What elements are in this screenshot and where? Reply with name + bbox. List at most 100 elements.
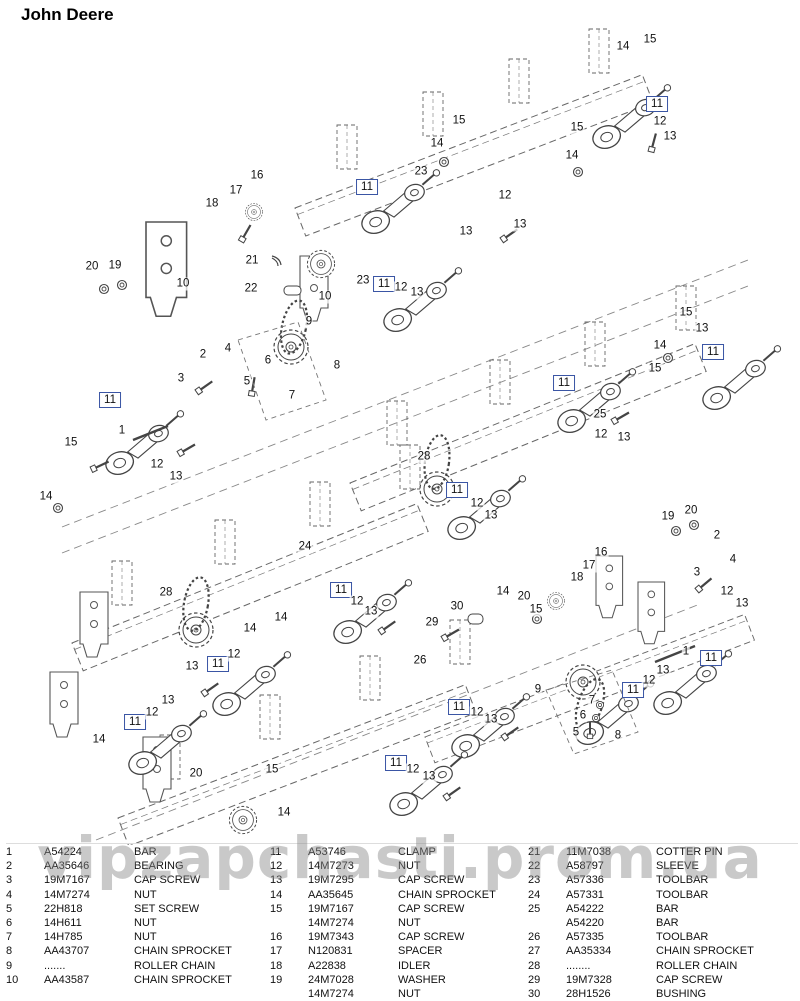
part-desc: IDLER: [398, 959, 431, 972]
part-no: 1: [6, 846, 13, 858]
callout-boxed: 11: [622, 682, 644, 698]
callout: 14: [242, 622, 258, 636]
part-no: 8: [6, 945, 13, 958]
part-part: A57336: [566, 874, 604, 887]
part-desc: CLAMP: [398, 846, 436, 858]
part-no: 5: [6, 902, 13, 915]
part-no: 24: [528, 888, 541, 901]
cotter-pin-part: [271, 255, 282, 267]
part-desc: SET SCREW: [134, 902, 200, 915]
callout: 25: [592, 408, 608, 422]
bushing-part: [467, 613, 484, 625]
part-no: 4: [6, 888, 13, 901]
callout: 14: [276, 806, 292, 820]
callout: 12: [719, 585, 735, 599]
callout: 12: [497, 189, 513, 203]
part-no: 10: [6, 973, 19, 986]
callout: 22: [243, 282, 259, 296]
part-no: 14: [270, 888, 283, 901]
part-part: A54220: [566, 917, 604, 930]
part-no: 6: [6, 917, 13, 930]
callout: 13: [483, 509, 499, 523]
detail-box: [237, 321, 327, 421]
part-part: .......: [44, 959, 66, 972]
callout: 14: [38, 490, 54, 504]
callout: 28: [416, 450, 432, 464]
part-part: 14M7274: [308, 917, 354, 930]
callout: 12: [469, 706, 485, 720]
callout: 13: [458, 225, 474, 239]
part-part: A58797: [566, 860, 604, 873]
callout: 19: [107, 259, 123, 273]
callout: 19: [660, 510, 676, 524]
sleeve-part: [283, 285, 302, 296]
callout: 1: [681, 645, 691, 659]
bar-part: [132, 424, 169, 442]
part-part: AA43587: [44, 973, 90, 986]
callout: 13: [483, 713, 499, 727]
callout: 2: [198, 348, 208, 362]
fasteners-group: [52, 131, 715, 802]
callout: 23: [413, 165, 429, 179]
part-no: 7: [6, 931, 13, 944]
part-no: 17: [270, 945, 283, 958]
callout: 14: [652, 339, 668, 353]
part-part: A53746: [308, 846, 346, 858]
part-no: 18: [270, 959, 283, 972]
callout: 14: [429, 137, 445, 151]
callout: 5: [571, 726, 581, 740]
part-part: N120831: [308, 945, 353, 958]
callout: 12: [226, 648, 242, 662]
part-part: AA35646: [44, 860, 90, 873]
callout: 12: [144, 706, 160, 720]
part-part: 14M7274: [44, 888, 90, 901]
part-desc: CAP SCREW: [398, 902, 465, 915]
part-part: 19M7295: [308, 874, 354, 887]
part-part: 19M7328: [566, 973, 612, 986]
callout: 13: [694, 322, 710, 336]
callout: 6: [578, 709, 588, 723]
part-desc: NUT: [398, 917, 421, 930]
callout: 15: [678, 306, 694, 320]
callout-boxed: 11: [207, 656, 229, 672]
part-desc: NUT: [134, 888, 157, 901]
callout: 15: [569, 121, 585, 135]
callout: 16: [593, 546, 609, 560]
callout-boxed: 11: [99, 392, 121, 408]
callout: 23: [355, 274, 371, 288]
part-desc: CHAIN SPROCKET: [398, 888, 496, 901]
part-no: [270, 987, 308, 1001]
part-desc: TOOLBAR: [656, 874, 709, 887]
callout: 7: [587, 694, 597, 708]
callout: 9: [533, 683, 543, 697]
part-no: 2: [6, 860, 13, 873]
callout: 13: [184, 660, 200, 674]
callout: 20: [188, 767, 204, 781]
callout: 12: [393, 281, 409, 295]
callout: 18: [204, 197, 220, 211]
callout: 17: [228, 184, 244, 198]
part-row: 14M7274 NUT: [270, 916, 522, 930]
part-no: 29: [528, 973, 541, 986]
callout: 12: [405, 763, 421, 777]
part-part: 19M7167: [308, 902, 354, 915]
callout: 13: [734, 597, 750, 611]
callout: 13: [168, 470, 184, 484]
callout: 6: [263, 354, 273, 368]
part-no: [528, 916, 566, 930]
